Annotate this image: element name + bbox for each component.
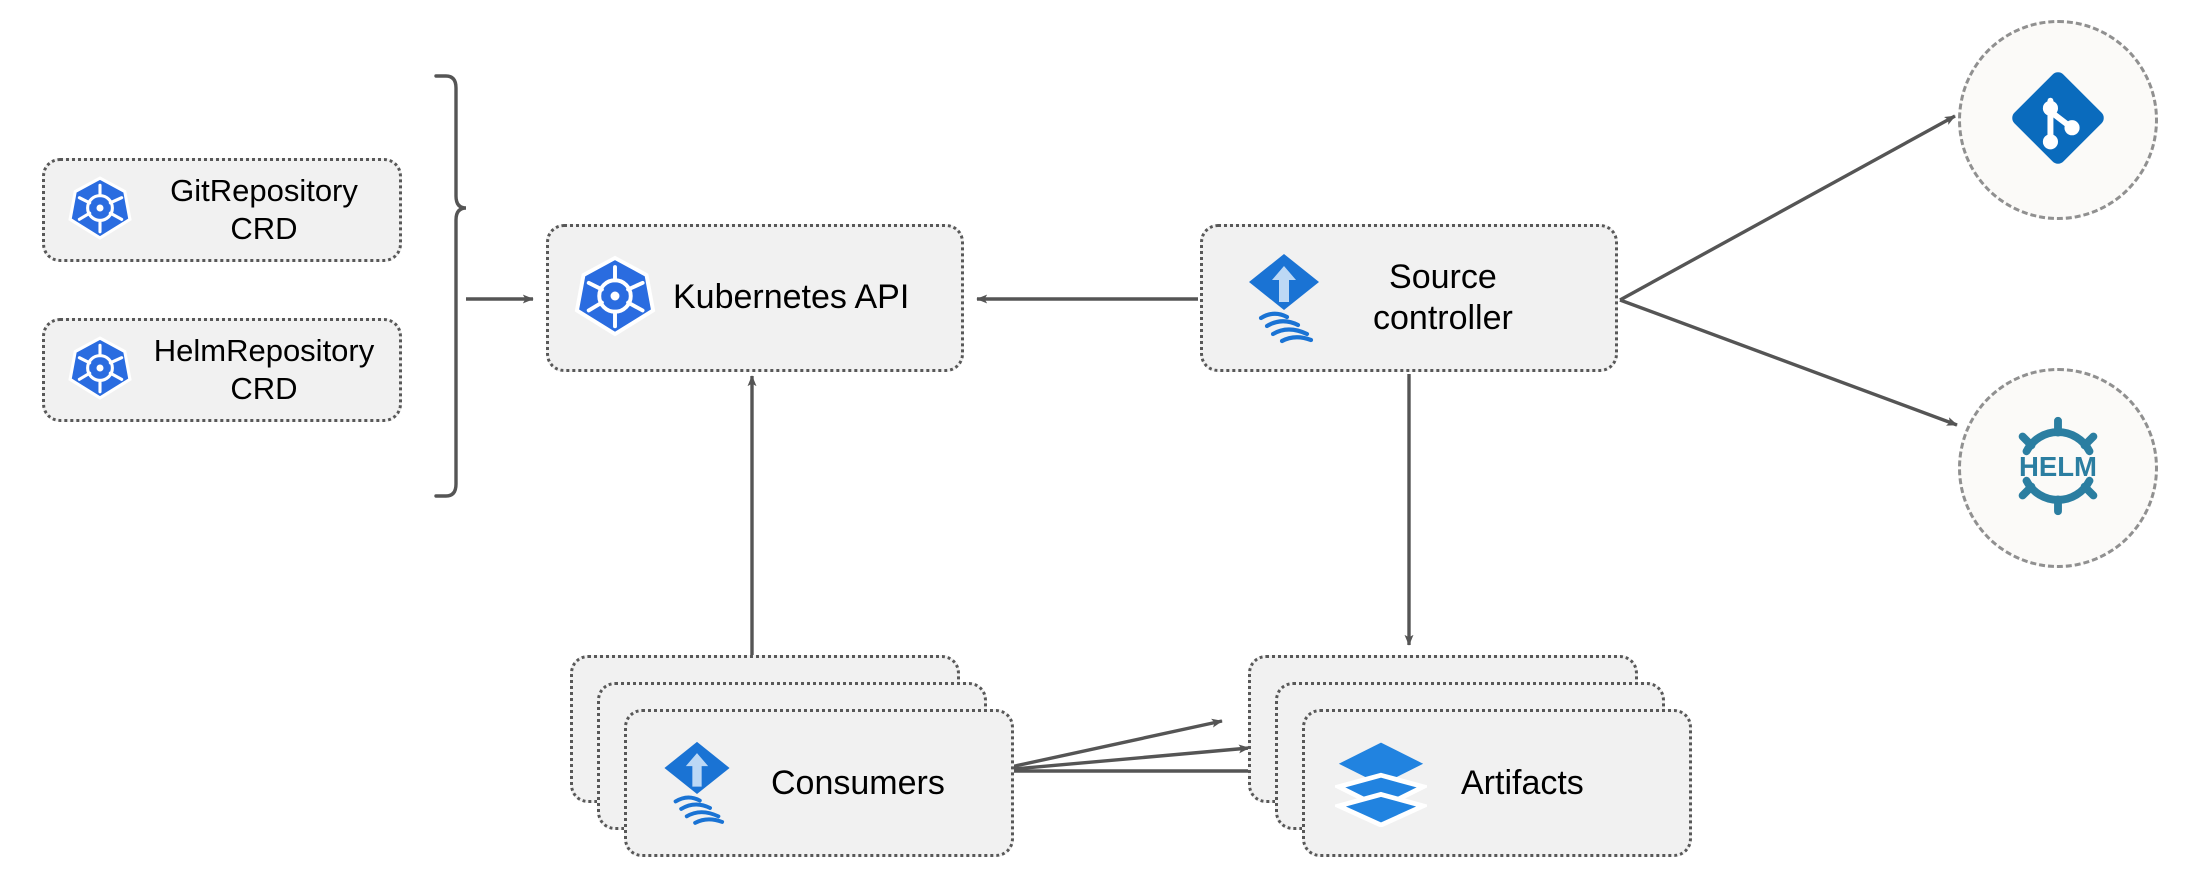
- helmrepository-crd-label: HelmRepository CRD: [153, 333, 375, 406]
- consumers-stack-layer-front[interactable]: Consumers: [624, 709, 1014, 857]
- edge-source-controller-to-git: [1619, 114, 1956, 302]
- helm-icon: HELM: [1999, 407, 2117, 530]
- node-helmrepository-crd[interactable]: HelmRepository CRD: [42, 318, 402, 422]
- node-gitrepository-crd[interactable]: GitRepository CRD: [42, 158, 402, 262]
- gitrepository-crd-label: GitRepository CRD: [170, 173, 358, 246]
- kubernetes-icon: [67, 175, 133, 246]
- node-source-controller[interactable]: Source controller: [1200, 224, 1618, 372]
- flux-source-controller-icon: [657, 735, 737, 832]
- layers-icon: [1331, 735, 1431, 832]
- artifacts-stack-layer-front[interactable]: Artifacts: [1302, 709, 1692, 857]
- node-helm-provider[interactable]: HELM: [1958, 368, 2158, 568]
- consumers-label: Consumers: [771, 763, 945, 802]
- git-icon: [2004, 64, 2112, 177]
- artifacts-label: Artifacts: [1461, 763, 1584, 802]
- edge-consumers-to-artifacts-1: [991, 718, 1223, 773]
- edge-source-controller-to-helm: [1619, 298, 1958, 427]
- node-kubernetes-api[interactable]: Kubernetes API: [546, 224, 964, 372]
- helm-wordmark: HELM: [2019, 450, 2097, 481]
- kubernetes-icon: [573, 254, 657, 343]
- flux-source-controller-icon: [1241, 248, 1327, 349]
- node-git-provider[interactable]: [1958, 20, 2158, 220]
- crd-bracket: [434, 74, 467, 498]
- kubernetes-icon: [67, 335, 133, 406]
- edge-consumers-to-artifacts-2: [991, 744, 1250, 773]
- kubernetes-api-label: Kubernetes API: [673, 278, 910, 317]
- source-controller-label: Source controller: [1373, 257, 1513, 337]
